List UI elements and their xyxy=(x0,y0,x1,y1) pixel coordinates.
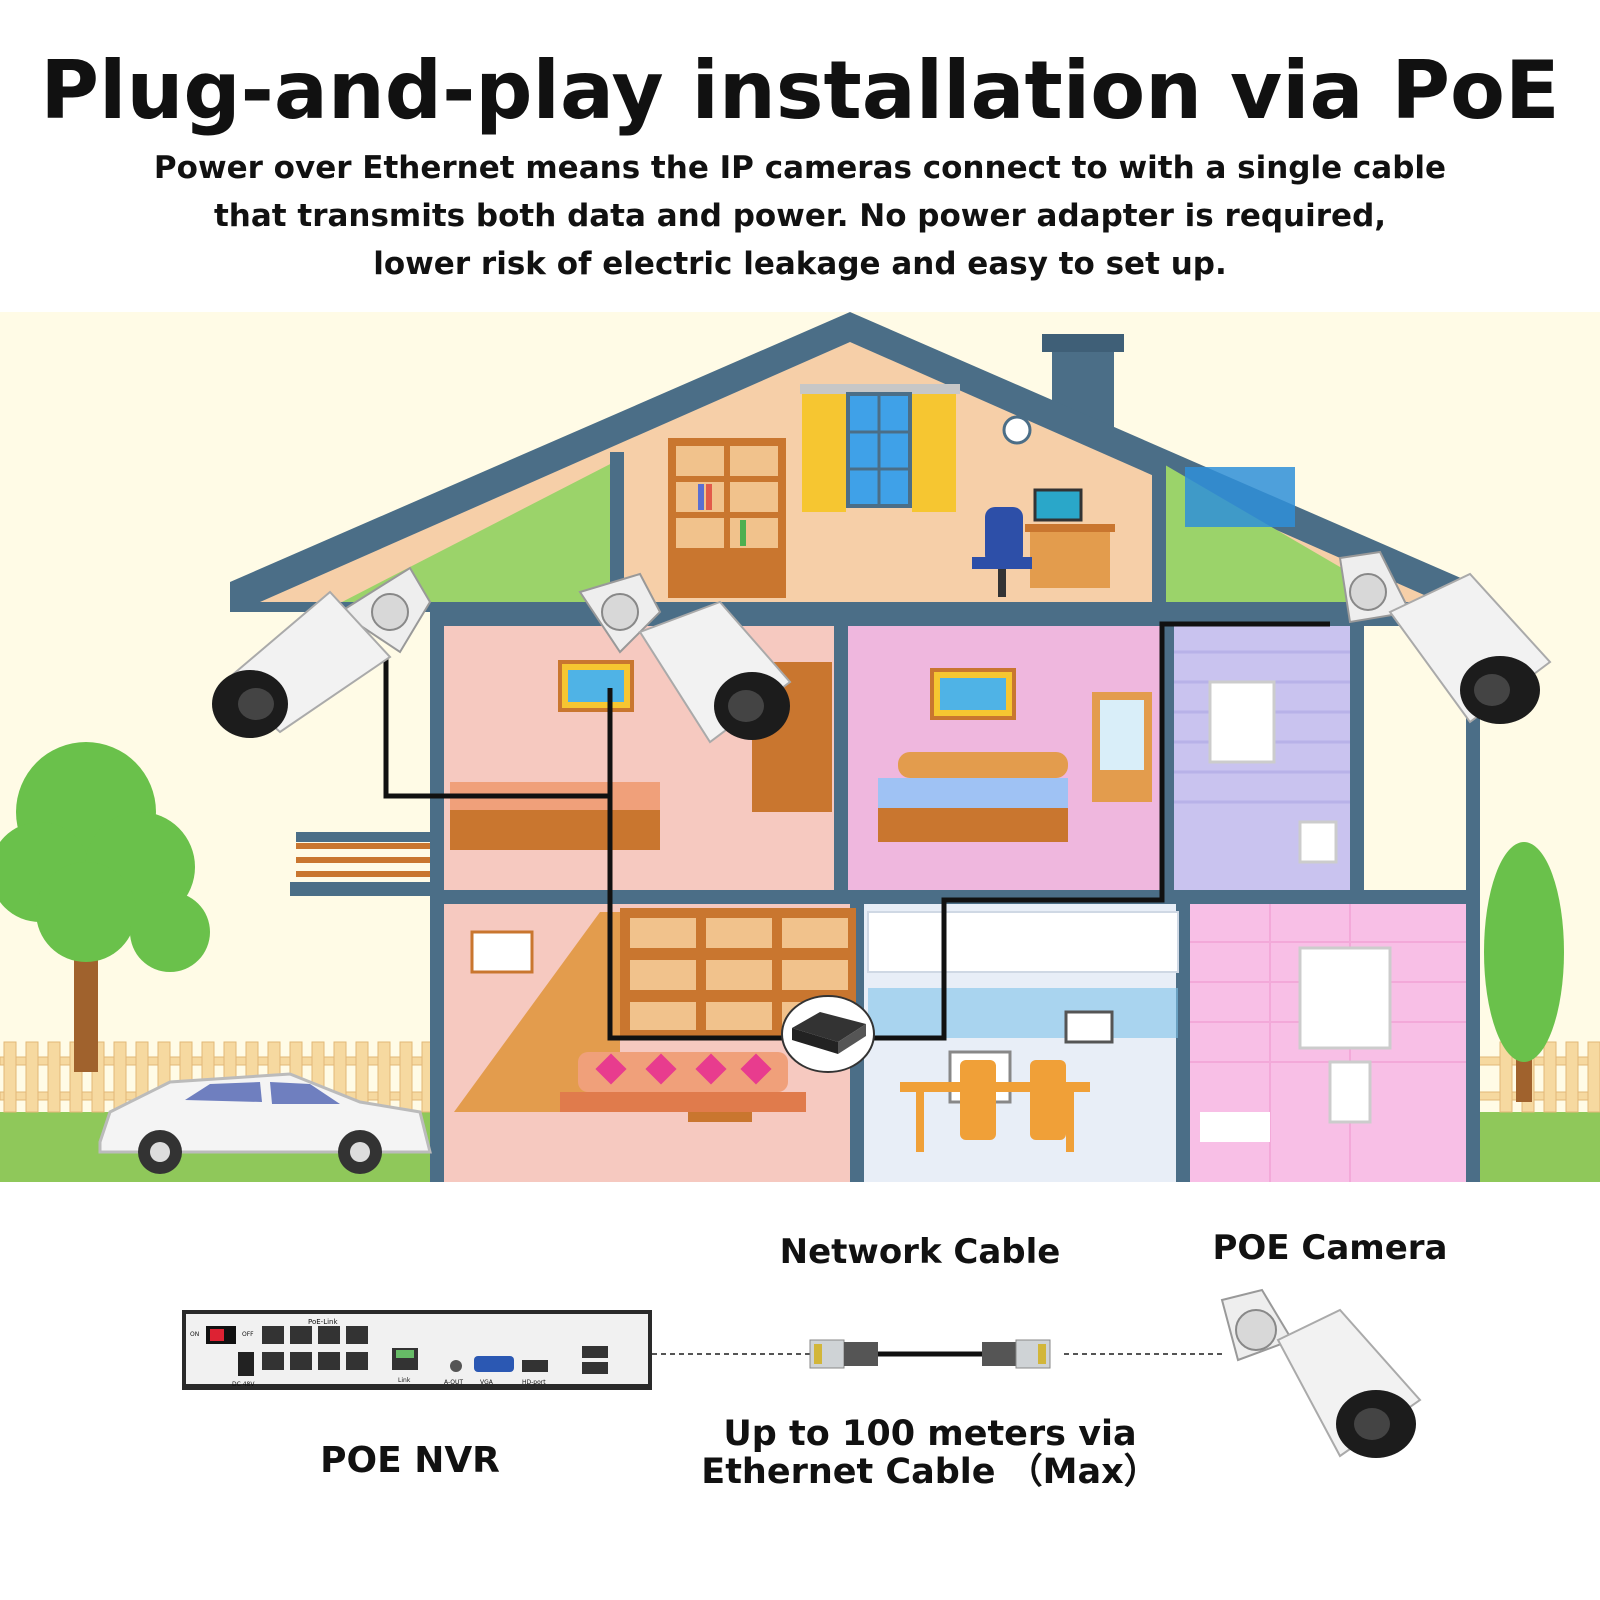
subtitle-line-3: lower risk of electric leakage and easy … xyxy=(373,246,1227,282)
nvr-poe-link-text: PoE-Link xyxy=(308,1318,338,1326)
clock-icon xyxy=(1002,415,1032,445)
page-title: Plug-and-play installation via PoE xyxy=(40,44,1560,137)
ethernet-cable-icon xyxy=(809,1339,1051,1369)
nvr-dc-text: DC 48V xyxy=(232,1381,255,1388)
poe-nvr-label: POE NVR xyxy=(320,1440,500,1481)
nvr-on-text: ON xyxy=(190,1331,199,1338)
house-illustration xyxy=(0,312,1600,1182)
tree-left xyxy=(0,742,210,1072)
left-gable xyxy=(342,460,618,602)
subtitle-line-2: that transmits both data and power. No p… xyxy=(213,198,1387,234)
house-camera-right xyxy=(1338,550,1552,724)
nvr-vga-text: VGA xyxy=(480,1379,494,1386)
nvr-link-text: Link xyxy=(398,1377,411,1384)
poe-camera-device xyxy=(1220,1288,1422,1458)
house-camera-middle xyxy=(578,572,792,744)
attic-desk xyxy=(972,488,1115,597)
network-cable-label: Network Cable xyxy=(779,1232,1061,1272)
nvr-off-text: OFF xyxy=(242,1331,254,1338)
page-subtitle: Power over Ethernet means the IP cameras… xyxy=(100,144,1500,288)
network-cable xyxy=(383,621,1330,1041)
house-camera-left xyxy=(212,566,432,738)
poe-legend-diagram: ON OFF DC 48V PoE-Link Link A-OUT VGA HD… xyxy=(182,1288,1422,1458)
attic-bookshelf xyxy=(668,438,786,598)
house-nvr-icon xyxy=(781,995,875,1073)
distance-line-1: Up to 100 meters via xyxy=(723,1414,1137,1454)
nvr-hdmi-text: HD-port xyxy=(522,1379,546,1386)
nvr-aout-text: A-OUT xyxy=(444,1379,463,1386)
distance-line-2: Ethernet Cable （Max） xyxy=(701,1452,1159,1492)
car xyxy=(98,1072,432,1174)
poe-camera-label: POE Camera xyxy=(1212,1228,1448,1268)
attic-window xyxy=(800,384,960,512)
tree-right xyxy=(1484,842,1564,1102)
subtitle-line-1: Power over Ethernet means the IP cameras… xyxy=(153,150,1447,186)
poe-nvr-device: ON OFF DC 48V PoE-Link Link A-OUT VGA HD… xyxy=(182,1310,652,1390)
distance-label: Up to 100 meters via Ethernet Cable （Max… xyxy=(660,1415,1200,1491)
